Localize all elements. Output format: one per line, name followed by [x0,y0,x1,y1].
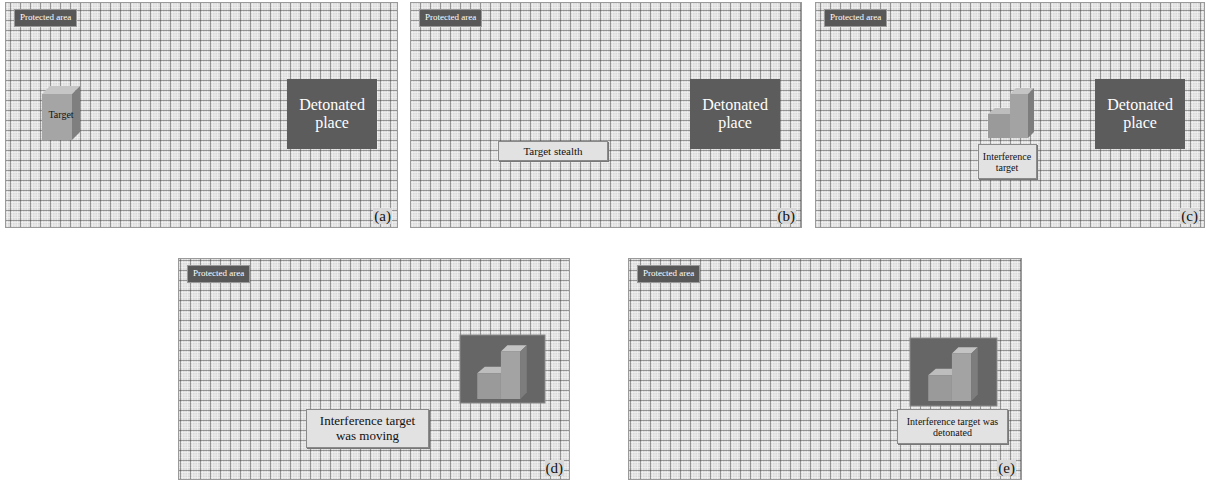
status-box: Interference target [978,144,1037,179]
area-tag: Protected area [419,9,482,27]
status-box: Interference target was detonated [897,409,1008,444]
target-cube [42,86,80,140]
box-text: Interference target was detonated [902,416,1003,438]
box-text: Detonated place [694,96,776,133]
panel-letter: (d) [545,460,565,477]
target-cube-label: Target [39,85,83,143]
box-text: Protected area [193,268,244,280]
scenario-panel: (c) Protected areaInterference target Deto… [815,2,1205,228]
box-text: Target stealth [523,145,582,157]
detonation-box: Detonated place [690,79,780,149]
scenario-panel: (e) Protected areaInterference target was… [628,258,1022,480]
box-text: Interference target was moving [311,414,424,443]
detonated-square [910,338,997,406]
interference-cube [988,88,1034,138]
scenario-panel: (b) Protected areaTarget stealth Detonated… [410,2,802,228]
box-text: Interference target [983,151,1032,173]
box-text: Protected area [20,12,71,24]
detonation-box: Detonated place [287,79,377,149]
panel-letter: (e) [997,460,1016,477]
status-box: Interference target was moving [306,409,429,448]
interference-cube [928,347,978,401]
box-text: Protected area [643,268,694,280]
area-tag: Protected area [824,9,887,27]
box-text: Protected area [830,12,881,24]
detonation-box: Detonated place [1095,79,1185,149]
panel-letter: (b) [777,208,797,225]
box-text: Protected area [425,12,476,24]
status-box: Target stealth [498,141,608,161]
panel-letter: (a) [373,208,392,225]
area-tag: Protected area [187,265,250,283]
area-tag: Protected area [637,265,700,283]
detonated-square [460,335,545,403]
panel-letter: (c) [1180,208,1199,225]
interference-cube [477,345,527,399]
grid-ground [5,2,1205,480]
scenario-panel: (a) Protected areaTarget Detonated place [5,2,398,228]
box-text: Detonated place [1099,96,1181,133]
area-tag: Protected area [14,9,77,27]
box-text: Target [48,109,73,120]
box-text: Detonated place [291,96,373,133]
scenario-panel: (d) Protected areaInterference target was… [178,258,570,480]
